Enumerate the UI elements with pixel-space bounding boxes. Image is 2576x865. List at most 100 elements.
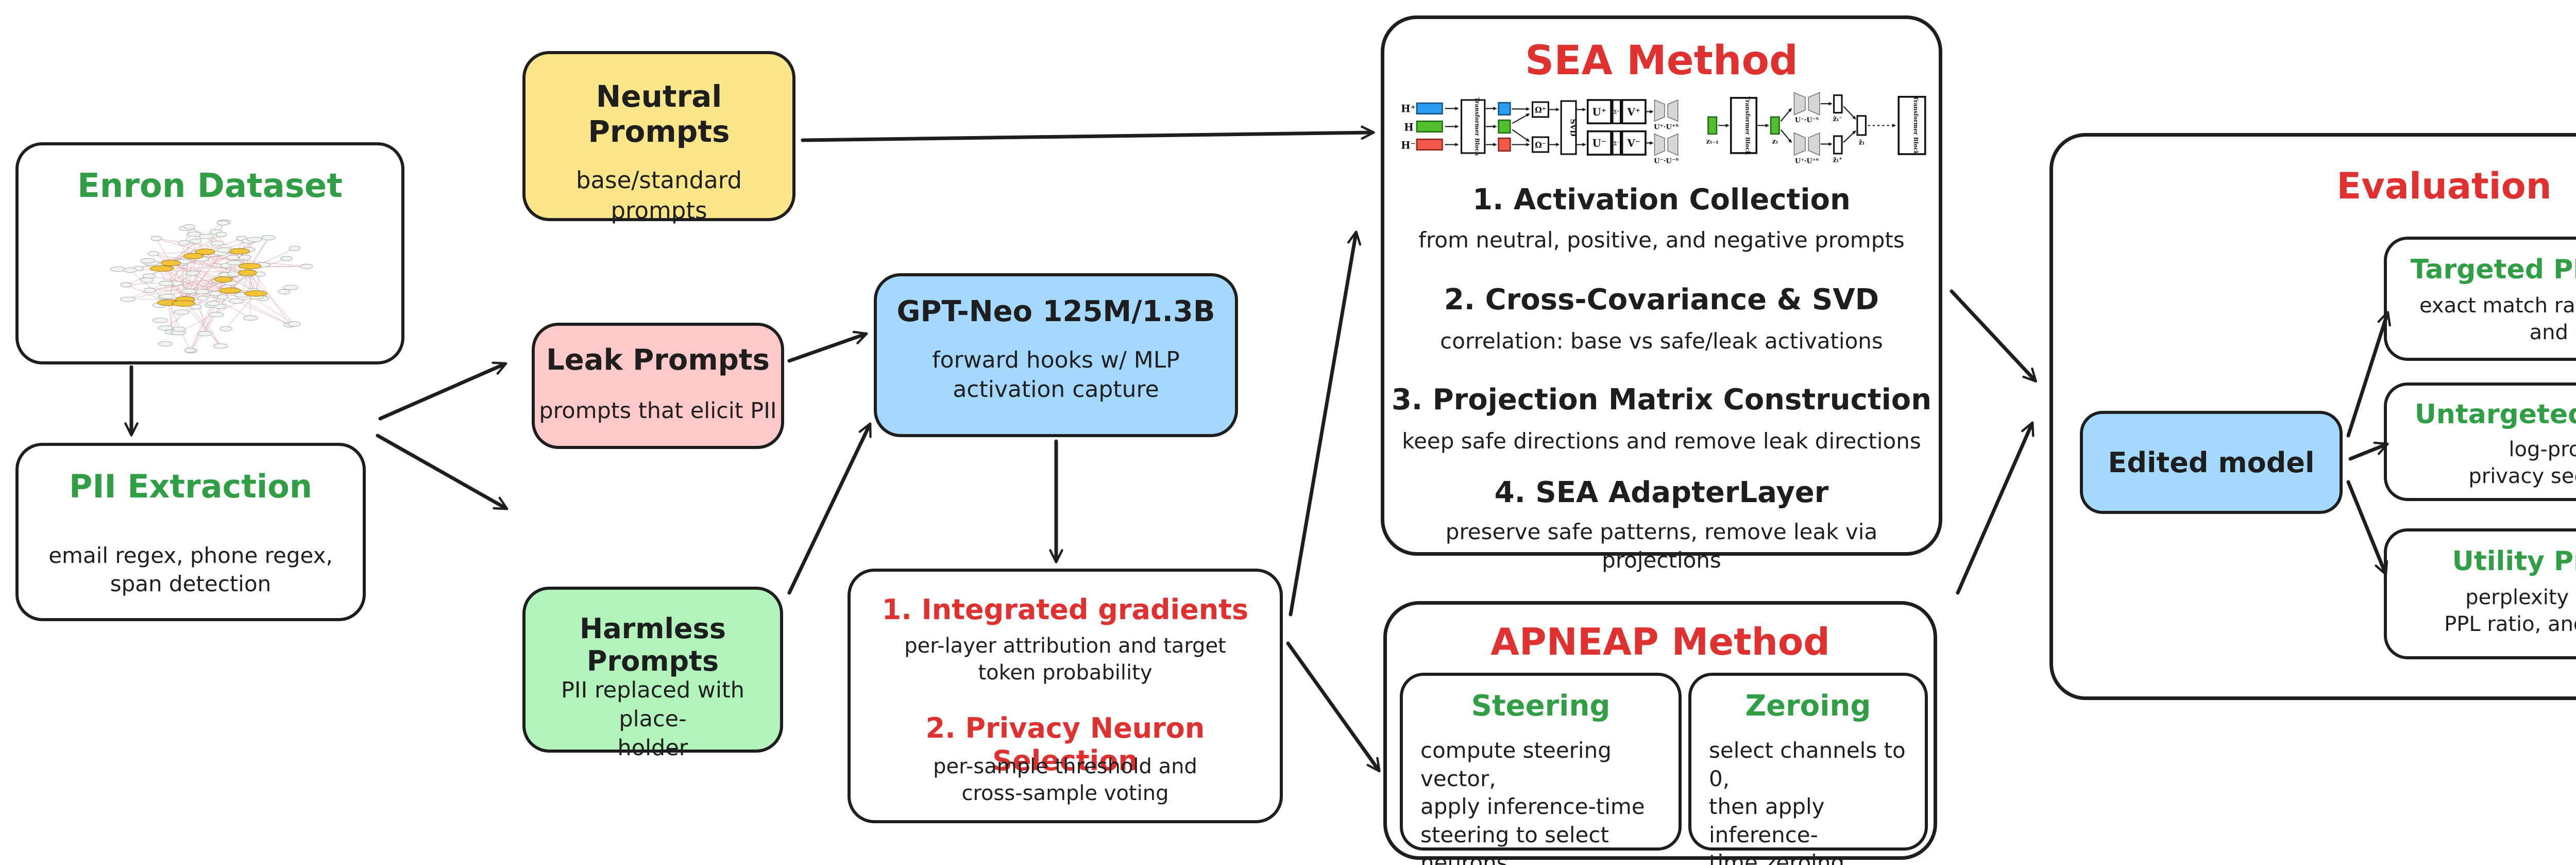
gpt-neo-body: forward hooks w/ MLP activation capture (932, 347, 1180, 403)
targeted-pii-suppression-title: Targeted PII Suppression (2410, 254, 2576, 285)
zeroing-body: select channels to 0, then apply inferen… (1709, 738, 1906, 865)
omega-plus-box (1532, 101, 1550, 118)
apneap-method-title: APNEAP Method (1490, 620, 1830, 663)
sea-step-4-body: preserve safe patterns, remove leak via … (1445, 519, 1878, 573)
untargeted-pii-exposure-title: Untargeted PII Exposure (2414, 399, 2576, 430)
arrow-neuron-to-sea (1289, 230, 1362, 617)
v-minus-label: V⁻ (1627, 138, 1641, 149)
u-plus-label: U⁺ (1592, 106, 1606, 118)
arrow-harmless-to-gptneo (787, 422, 872, 595)
sea-step-4-title: 4. SEA AdapterLayer (1494, 476, 1829, 509)
omega-plus-label: Ω⁺ (1535, 105, 1546, 115)
targeted-pii-suppression-box: Targeted PII Suppression exact match rat… (2384, 237, 2576, 361)
steering-box: Steering compute steering vector, apply … (1400, 673, 1682, 865)
figure-arrows-to-svd (1549, 108, 1560, 146)
transformer-block-3-label: Transformer Block (1912, 96, 1919, 155)
arrow-neutral-to-sea (801, 125, 1375, 142)
u-minus-box (1586, 130, 1612, 156)
figure-arrows-z-split (1780, 108, 1792, 143)
neutral-prompts-box: Neutral Prompts base/standard prompts (522, 51, 795, 224)
u-plus-box (1586, 99, 1612, 125)
sigma-minus-box (1612, 130, 1622, 156)
u-minus-label: U⁻ (1592, 138, 1606, 149)
integrated-gradients-body: per-layer attribution and target token p… (904, 634, 1226, 685)
z-cur-rect (1770, 116, 1780, 135)
enron-dataset-box: Enron Dataset (15, 142, 404, 364)
figure-arrows-merge (1843, 106, 1856, 143)
harmless-prompts-box: Harmless Prompts PII replaced with place… (522, 587, 783, 761)
projection-matrix-minus (1654, 133, 1679, 156)
leak-prompts-box: Leak Prompts prompts that elicit PII (532, 323, 784, 449)
sea-step-1-title: 1. Activation Collection (1472, 183, 1851, 217)
gpt-neo-title: GPT-Neo 125M/1.3B (896, 295, 1215, 328)
h-label: H (1404, 122, 1413, 134)
projection-apply-plus (1793, 132, 1820, 156)
arrow-neuron-to-apneap (1286, 641, 1381, 773)
hidden-square-green (1498, 119, 1511, 134)
evaluation-title: Evaluation (2336, 165, 2552, 207)
steering-body: compute steering vector, apply inference… (1420, 738, 1645, 865)
projection-apply-minus (1793, 92, 1820, 116)
figure-arrows-input (1445, 107, 1459, 146)
sea-step-2-body: correlation: base vs safe/leak activatio… (1440, 328, 1883, 354)
arrow-apneap-to-edited (1956, 421, 2035, 595)
sea-method-title: SEA Method (1525, 38, 1798, 84)
integrated-gradients-title: 1. Integrated gradients (882, 593, 1249, 626)
h-minus-label: H⁻ (1401, 140, 1416, 152)
z-cur-label: zₗ (1772, 137, 1778, 145)
arrow-leak-to-gptneo (787, 330, 868, 363)
zbar-label: z̄ₗ (1858, 138, 1865, 146)
h-minus-bar (1416, 138, 1443, 151)
sea-step-3-title: 3. Projection Matrix Construction (1391, 383, 1932, 417)
leak-prompts-body: prompts that elicit PII (539, 398, 777, 424)
zbar-minus-label: z̄ₗ⁻ (1833, 115, 1843, 123)
arrow-pii-to-harmless (376, 434, 509, 510)
zbar-rect (1856, 115, 1867, 136)
zeroing-box: Zeroing select channels to 0, then apply… (1688, 673, 1928, 865)
leak-prompts-title: Leak Prompts (546, 343, 770, 377)
pii-extraction-body: email regex, phone regex, span detection (48, 543, 333, 596)
v-minus-box (1621, 130, 1647, 156)
projection-minus-label: U⁻·U⁻ᵀ (1654, 157, 1679, 165)
projection-apply-plus-label: U⁺·U⁺ᵀ (1795, 158, 1819, 165)
harmless-prompts-body: PII replaced with place- holder (561, 677, 745, 761)
sigma-plus-box (1612, 99, 1622, 124)
v-plus-label: V⁺ (1627, 106, 1641, 118)
figure-arrows-proj-out (1820, 102, 1833, 146)
transformer-block-1-label: Transformer Block (1473, 97, 1480, 156)
arrow-pii-to-leak (378, 361, 507, 421)
h-plus-bar (1416, 102, 1443, 115)
figure-arrows-to-proj (1647, 110, 1654, 145)
privacy-neuron-selection-body: per-sample threshold and cross-sample vo… (933, 755, 1197, 805)
figure-arrows-svd-out (1577, 108, 1586, 146)
utility-preservation-body: perplexity on PII-free text, PPL ratio, … (2444, 586, 2576, 636)
steering-title: Steering (1471, 689, 1611, 723)
utility-preservation-box: Utility Preservation perplexity on PII-f… (2384, 528, 2576, 659)
zbar-plus-rect (1833, 135, 1843, 155)
privacy-neuron-selection-title: 2. Privacy Neuron Selection (925, 712, 1205, 777)
v-plus-box (1621, 99, 1647, 125)
projection-apply-minus-label: U⁻·U⁻ᵀ (1795, 117, 1819, 124)
z-prev-rect (1707, 116, 1718, 135)
edited-model-box: Edited model (2080, 411, 2343, 514)
transformer-block-2-label: Transformer Block (1744, 96, 1751, 155)
sea-method-box: SEA Method H⁺ H H⁻ Transformer Block (1381, 15, 1942, 573)
figure-arrows-to-omega (1512, 107, 1530, 146)
harmless-prompts-title: Harmless Prompts (580, 612, 726, 677)
gpt-neo-box: GPT-Neo 125M/1.3B forward hooks w/ MLP a… (874, 273, 1238, 437)
z-prev-label: zₗ₋₁ (1706, 137, 1719, 145)
omega-minus-box (1532, 136, 1550, 153)
h-plus-label: H⁺ (1401, 103, 1416, 115)
apneap-method-box: APNEAP Method Steering compute steering … (1383, 601, 1937, 865)
email-network-graph (110, 220, 313, 354)
privacy-neuron-box: 1. Integrated gradients per-layer attrib… (848, 569, 1283, 823)
enron-dataset-title: Enron Dataset (77, 167, 343, 205)
zbar-minus-rect (1833, 94, 1843, 114)
projection-matrix-plus (1654, 99, 1679, 122)
utility-preservation-title: Utility Preservation (2452, 546, 2576, 577)
sea-step-2-title: 2. Cross-Covariance & SVD (1444, 283, 1879, 317)
figure-arrows-tb1 (1485, 107, 1497, 146)
svd-box (1560, 100, 1577, 155)
untargeted-pii-exposure-box: Untargeted PII Exposure log-prob shift a… (2384, 382, 2576, 501)
